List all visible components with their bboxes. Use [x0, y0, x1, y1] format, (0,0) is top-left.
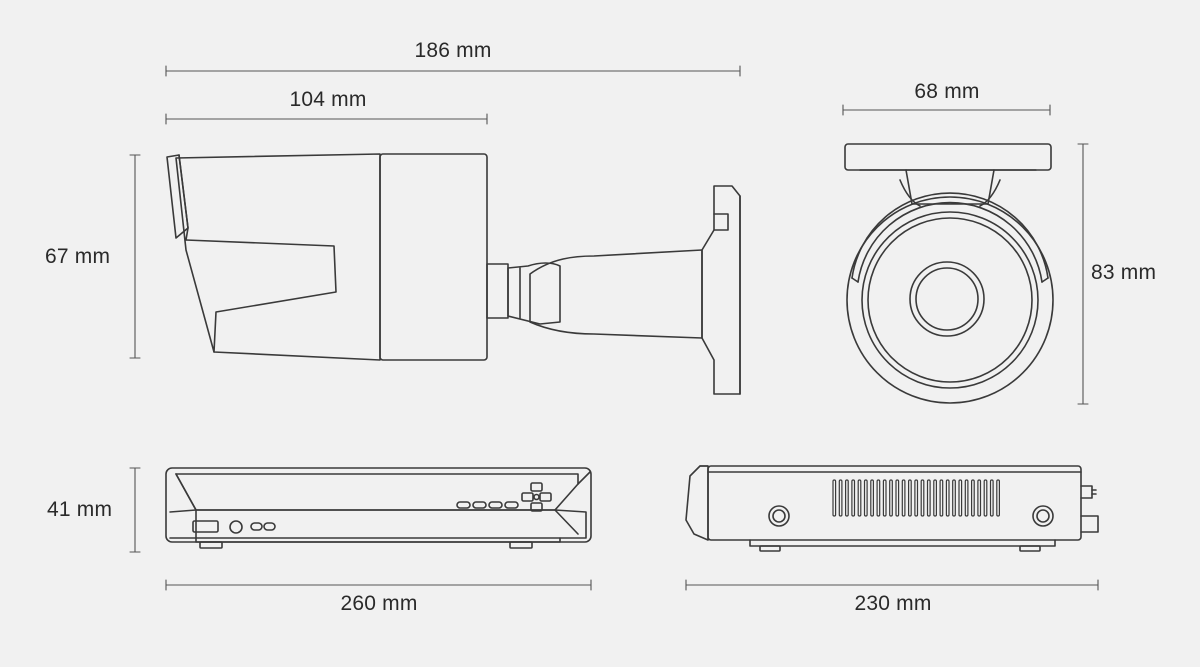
nvr-side-view: [685, 465, 1099, 552]
vent-slot: [952, 479, 956, 517]
dim-label-nvr-height: 41 mm: [47, 498, 113, 521]
vent-slot: [870, 479, 874, 517]
vent-slot: [863, 479, 868, 517]
camera-front-view: [844, 143, 1054, 404]
vent-slot: [882, 479, 887, 517]
vent-slot: [939, 479, 944, 517]
vent-slot: [838, 479, 843, 517]
vent-slot: [996, 479, 1000, 517]
vent-slot: [970, 479, 975, 517]
dimension-lines: [129, 65, 1099, 591]
dim-label-camera-front-width: 68 mm: [914, 80, 980, 103]
vent-slot: [933, 479, 937, 517]
vent-slots: [832, 479, 1000, 517]
dim-label-camera-total-length: 186 mm: [414, 39, 492, 62]
vent-slot: [945, 479, 950, 517]
vent-slot: [989, 479, 994, 517]
vent-slot: [920, 479, 925, 517]
vent-slot: [895, 479, 900, 517]
dim-label-camera-front-height: 83 mm: [1091, 261, 1157, 284]
vent-slot: [832, 479, 837, 517]
vent-slot: [914, 479, 919, 517]
vent-slot: [857, 479, 862, 517]
vent-slot: [958, 479, 963, 517]
vent-slot: [876, 479, 881, 517]
dim-label-nvr-depth: 230 mm: [854, 592, 932, 615]
vent-slot: [977, 479, 982, 517]
dim-label-camera-height: 67 mm: [45, 245, 111, 268]
vent-slot: [983, 479, 988, 517]
camera-side-view: [166, 153, 741, 395]
vent-slot: [926, 479, 931, 517]
vent-slot: [889, 479, 893, 517]
dim-label-nvr-width: 260 mm: [340, 592, 418, 615]
nvr-front-view: [165, 467, 592, 549]
vent-slot: [907, 479, 912, 517]
vent-slot: [851, 479, 856, 517]
vent-slot: [901, 479, 906, 517]
dim-label-camera-body-length: 104 mm: [289, 88, 367, 111]
vent-slot: [844, 479, 849, 517]
vent-slot: [964, 479, 969, 517]
